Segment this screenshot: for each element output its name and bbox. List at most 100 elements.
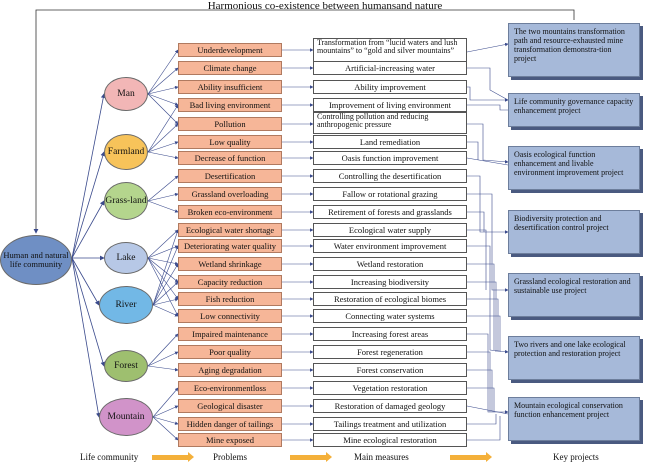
community-problem-link [147,333,179,367]
community-problem-link [147,151,179,160]
measure-box: Improvement of living environment [313,98,467,112]
problem-box: Low connectivity [178,309,282,323]
community-problem-link [152,245,179,306]
problem-box: Capacity reduction [178,275,282,289]
community-problem-link [152,304,179,317]
community-problem-link [152,416,179,425]
footer-label-life-community: Life community [80,452,139,462]
community-problem-link [147,229,179,259]
footer-arrow-icon [450,452,492,462]
community-problem-link [147,175,179,202]
footer-arrow-icon [290,452,332,462]
measure-box: Oasis function improvement [313,151,467,165]
community-problem-link [152,229,179,306]
problem-box: Ecological water shortage [178,223,282,237]
community-man: Man [104,77,148,111]
community-problem-link [147,67,179,95]
measure-box: Mine ecological restoration [313,433,467,447]
community-lake: Lake [104,242,148,274]
measure-box: Increasing forest areas [313,327,467,341]
measure-box: Fallow or rotational grazing [313,187,467,201]
community-farmland: Farmland [104,134,148,170]
footer-label-main-measures: Main measures [354,452,409,462]
community-river: River [99,286,153,324]
problem-box: Deteriorating water quality [178,239,282,253]
community-problem-link [152,297,179,306]
problem-box: Fish reduction [178,292,282,306]
community-problem-link [147,257,179,266]
measure-box: Restoration of damaged geology [313,399,467,413]
measure-box: Transformation from “lucid waters and lu… [313,38,467,62]
community-problem-link [147,123,179,153]
problem-box: Underdevelopment [178,43,282,57]
community-problem-link [147,192,179,202]
problem-box: Bad living environment [178,98,282,112]
measure-box: Artificial-increasing water [313,61,467,75]
measure-box: Forest conservation [313,363,467,377]
footer-label-problems: Problems [213,452,248,462]
project-box: Grassland ecological restoration and sus… [508,273,640,317]
problem-box: Hidden danger of tailings [178,417,282,431]
problem-box: Poor quality [178,345,282,359]
measure-box: Water environment improvement [313,239,467,253]
problem-box: Decrease of function [178,151,282,165]
project-box: Biodiversity protection and desertificat… [508,210,640,254]
measure-box: Wetland restoration [313,257,467,271]
community-problem-link [147,200,179,213]
problem-box: Grassland overloading [178,187,282,201]
measure-box: Land remediation [313,135,467,149]
community-mountain: Mountain [99,398,153,436]
community-problem-link [152,405,179,418]
problem-box: Low quality [178,135,282,149]
measure-box: Controlling pollution and reducing anthr… [313,112,467,134]
problem-box: Ability insufficient [178,80,282,94]
community-problem-link [147,257,179,283]
community-problem-link [147,141,179,153]
measure-box: Ecological water supply [313,223,467,237]
community-problem-link [152,281,179,306]
diagram-title: Harmonious co-existence between humansan… [207,0,443,12]
problem-box: Climate change [178,61,282,75]
community-problem-link [152,263,179,306]
community-problem-link [147,85,179,95]
measure-box: Restoration of ecological biomes [313,292,467,306]
community-problem-link [147,257,179,300]
main-node: Human and natural life community [0,235,72,285]
community-problem-link [147,93,179,106]
measure-box: Controlling the desertification [313,169,467,183]
problem-box: Wetland shrinkage [178,257,282,271]
community-problem-link [152,416,179,441]
measure-box: Tailings treatment and utilization [313,417,467,431]
problem-box: Desertification [178,169,282,183]
measure-box: Vegetation restoration [313,381,467,395]
problem-box: Impaired maintenance [178,327,282,341]
project-box: The two mountains transformation path an… [508,23,640,77]
measure-box: Forest regeneration [313,345,467,359]
project-box: Life community governance capacity enhan… [508,93,640,127]
footer-label-key-projects: Key projects [553,452,599,462]
project-box: Two rivers and one lake ecological prote… [508,336,640,380]
community-problem-link [147,257,179,317]
community-problem-link [152,387,179,418]
community-problem-link [147,365,179,372]
community-problem-link [147,104,179,153]
measure-box: Connecting water systems [313,309,467,323]
measure-box: Retirement of forests and grasslands [313,205,467,219]
project-box: Oasis ecological function enhancement an… [508,146,640,190]
problem-box: Broken eco-environment [178,205,282,219]
community-grassland: Grass-land [104,182,148,220]
community-problem-link [147,49,179,95]
community-problem-link [147,245,179,259]
problem-box: Pollution [178,117,282,131]
community-problem-link [147,93,179,125]
problem-box: Aging degradation [178,363,282,377]
problem-box: Mine exposed [178,433,282,447]
measure-box: Increasing biodiversity [313,275,467,289]
community-problem-link [147,351,179,367]
footer-arrow-icon [152,452,194,462]
community-forest: Forest [104,350,148,382]
problem-box: Eco-environmentloss [178,381,282,395]
measure-box: Ability improvement [313,80,467,94]
